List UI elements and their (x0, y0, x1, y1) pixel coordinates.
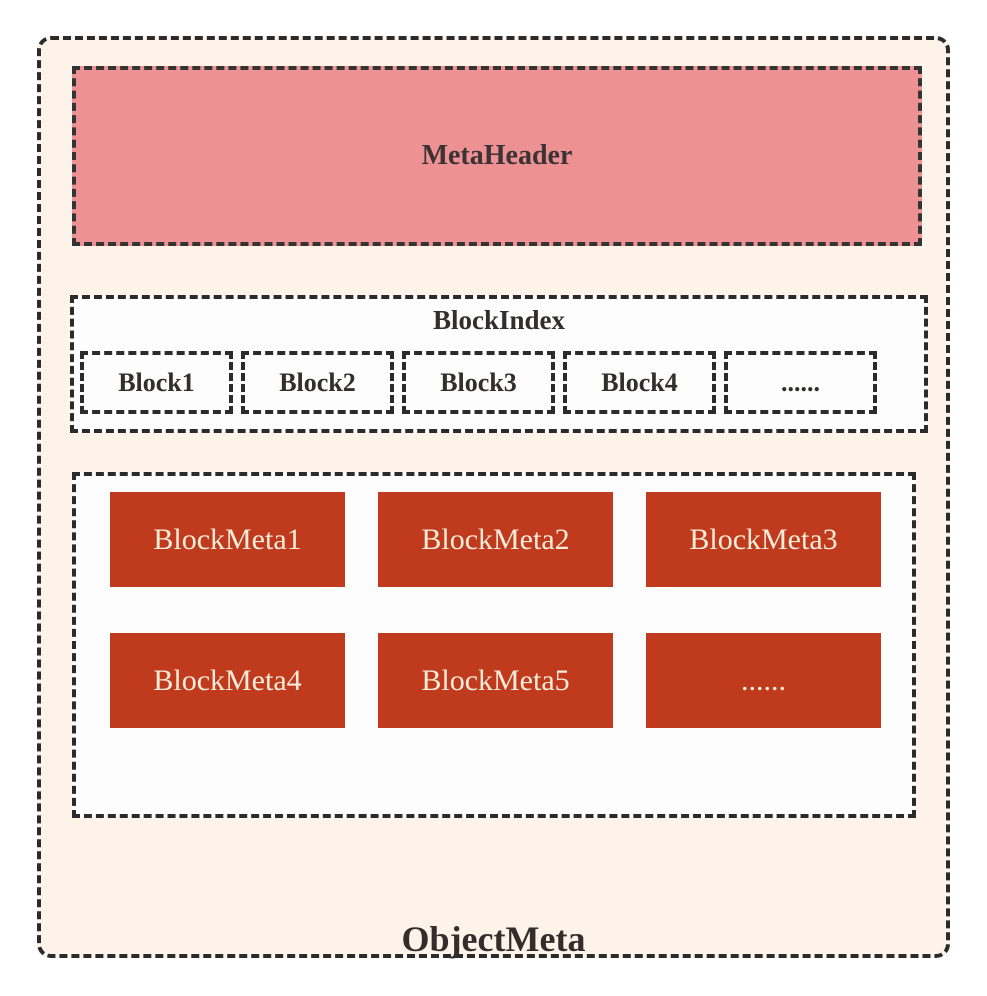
block-meta-box-ellipsis-label: ...... (741, 663, 786, 697)
meta-header-box: MetaHeader (72, 66, 922, 246)
block-meta-box-4: BlockMeta4 (110, 633, 345, 728)
block-cell-2: Block2 (241, 351, 394, 414)
block-cell-1-label: Block1 (118, 367, 195, 397)
object-meta-container: MetaHeader BlockIndex Block1 Block2 Bloc… (37, 36, 950, 959)
block-meta-grid: BlockMeta1 BlockMeta2 BlockMeta3 BlockMe… (110, 492, 881, 728)
block-meta-box-4-label: BlockMeta4 (153, 663, 302, 697)
block-cell-4: Block4 (563, 351, 716, 414)
block-meta-box-ellipsis: ...... (646, 633, 881, 728)
block-index-row: Block1 Block2 Block3 Block4 ...... (80, 351, 877, 414)
block-meta-box-5-label: BlockMeta5 (421, 663, 570, 697)
block-meta-box-5: BlockMeta5 (378, 633, 613, 728)
block-cell-3: Block3 (402, 351, 555, 414)
block-cell-1: Block1 (80, 351, 233, 414)
block-meta-box-3: BlockMeta3 (646, 492, 881, 587)
block-meta-box-2-label: BlockMeta2 (421, 522, 570, 556)
meta-header-label: MetaHeader (421, 140, 573, 171)
block-meta-box-3-label: BlockMeta3 (689, 522, 838, 556)
block-meta-box-2: BlockMeta2 (378, 492, 613, 587)
block-cell-2-label: Block2 (279, 367, 356, 397)
block-meta-box-1: BlockMeta1 (110, 492, 345, 587)
block-meta-box-1-label: BlockMeta1 (153, 522, 302, 556)
block-index-label: BlockIndex (432, 305, 566, 335)
block-cell-ellipsis-label: ...... (781, 367, 820, 397)
block-cell-4-label: Block4 (601, 367, 678, 397)
block-meta-container: BlockMeta1 BlockMeta2 BlockMeta3 BlockMe… (72, 472, 916, 818)
block-cell-ellipsis: ...... (724, 351, 877, 414)
block-index-container: BlockIndex Block1 Block2 Block3 Block4 .… (70, 295, 928, 433)
block-cell-3-label: Block3 (440, 367, 517, 397)
object-meta-label: ObjectMeta (401, 919, 586, 959)
